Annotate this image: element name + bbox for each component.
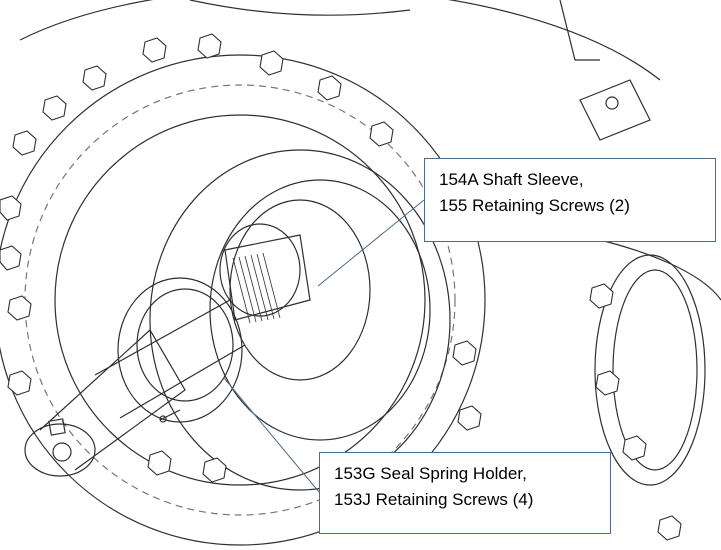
seal-chamber-bore <box>209 179 431 441</box>
hex-bolt <box>147 450 172 476</box>
spring-holder-ring <box>117 277 243 423</box>
discharge-opening <box>594 254 706 486</box>
seal-chamber-step <box>229 199 371 381</box>
flange-bolt-circle <box>24 84 456 516</box>
callout-seal-spring-holder: 153G Seal Spring Holder, 153J Retaining … <box>319 452 611 534</box>
hex-bolt <box>259 50 284 76</box>
housing-upper-curve <box>559 0 600 61</box>
shaft-key <box>48 418 66 436</box>
callout-line: 154A Shaft Sleeve, <box>439 170 584 189</box>
hex-bolt <box>0 245 22 271</box>
flange-inner-ring <box>54 114 426 486</box>
hex-bolt <box>317 75 342 101</box>
sleeve-threads <box>232 252 281 324</box>
discharge-lug-bolt <box>605 96 619 110</box>
callout-line: 153J Retaining Screws (4) <box>334 490 534 509</box>
spring-holder-inner <box>136 288 234 402</box>
hex-bolt <box>42 95 67 121</box>
hex-bolt <box>369 121 394 147</box>
shaft-sleeve-body <box>224 234 311 321</box>
discharge-lug <box>579 79 651 141</box>
shaft-line <box>94 299 231 376</box>
leader-line-sleeve <box>317 199 425 287</box>
hex-bolt <box>0 195 22 221</box>
hex-bolt <box>82 65 107 91</box>
shaft-end <box>24 423 96 477</box>
discharge-opening-inner <box>612 269 698 471</box>
leader-line-holder <box>223 377 320 493</box>
callout-line: 155 Retaining Screws (2) <box>439 196 630 215</box>
housing-upper-curve <box>189 0 411 16</box>
callout-line: 153G Seal Spring Holder, <box>334 464 527 483</box>
discharge-flange <box>599 239 721 301</box>
retaining-screw <box>159 409 181 423</box>
hex-bolt <box>657 515 682 541</box>
hex-bolt <box>197 33 222 59</box>
shaft-body <box>39 329 186 471</box>
hex-bolt <box>457 405 482 431</box>
hex-bolt <box>622 435 647 461</box>
hex-bolt <box>595 370 620 396</box>
housing-upper-curve <box>19 0 661 81</box>
shaft-line <box>119 344 246 419</box>
hex-bolt <box>142 37 167 63</box>
flange-outer-ring <box>0 54 486 546</box>
hex-bolt <box>7 370 32 396</box>
callout-shaft-sleeve: 154A Shaft Sleeve, 155 Retaining Screws … <box>424 158 716 242</box>
shaft-bore <box>52 442 72 462</box>
hex-bolt <box>589 283 614 309</box>
hex-bolt <box>12 130 37 156</box>
hex-bolt <box>7 295 32 321</box>
hex-bolt <box>202 457 227 483</box>
seal-chamber-plate <box>149 149 451 491</box>
hex-bolt <box>452 340 477 366</box>
shaft-sleeve-face <box>219 223 301 317</box>
